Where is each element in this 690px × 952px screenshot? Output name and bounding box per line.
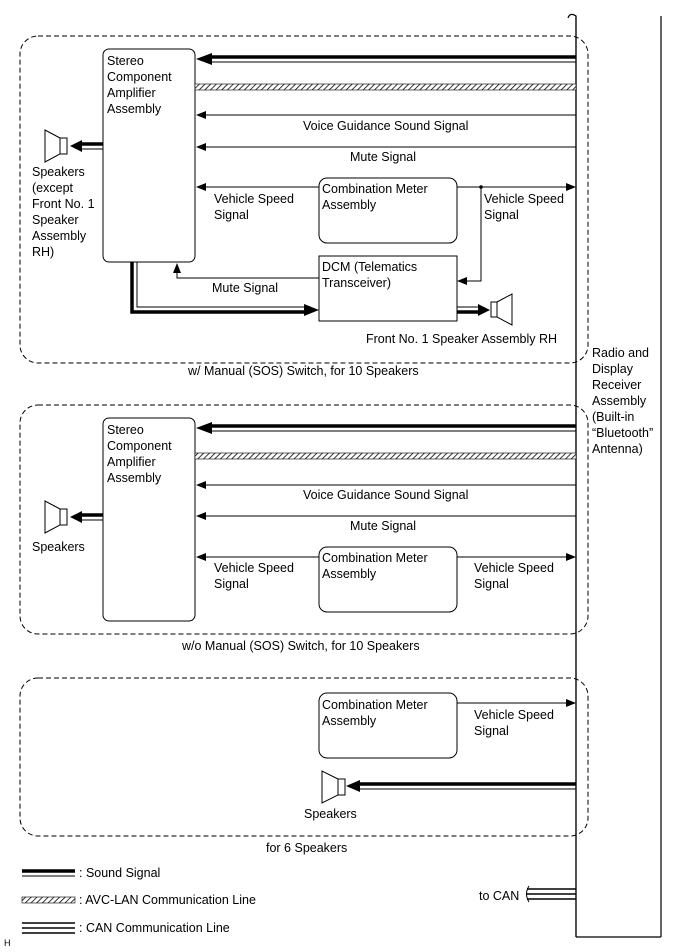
section-6-speakers: Combination Meter Assembly Vehicle Speed… (19, 677, 589, 855)
dcm-speed-arrowhead (457, 277, 467, 285)
legend-sound-signal: : Sound Signal (22, 866, 160, 880)
dcm-box (318, 255, 458, 322)
speakers-label: Speakers (304, 807, 357, 821)
front-speaker-label: Front No. 1 Speaker Assembly RH (366, 332, 557, 346)
vehicle-speed-right-arrowhead (566, 183, 576, 191)
to-can-connection: to CAN (479, 885, 576, 903)
vehicle-speed-label: Vehicle Speed Signal (474, 708, 557, 738)
combination-meter-box (318, 692, 458, 759)
front-speaker-icon (490, 293, 513, 326)
mute-signal-arrowhead (196, 512, 206, 520)
legend-can-label: : CAN Communication Line (79, 921, 230, 935)
stereo-amplifier-box (102, 48, 196, 263)
dcm-mute-line (176, 268, 319, 279)
dcm-speed-branch (461, 187, 482, 282)
combination-meter-label: Combination Meter Assembly (322, 182, 431, 212)
mute-signal-arrowhead (196, 143, 206, 151)
voice-guidance-label: Voice Guidance Sound Signal (303, 119, 468, 133)
mute-signal-label: Mute Signal (350, 150, 416, 164)
speaker-icon (321, 770, 346, 804)
amplifier-label: Stereo Component Amplifier Assembly (107, 54, 175, 116)
radio-receiver-assembly: Radio and Display Receiver Assembly (Bui… (567, 13, 662, 938)
section2-dashed-border (19, 404, 589, 635)
dcm-label: DCM (Telematics Transceiver) (322, 260, 421, 290)
sound-signal-line (196, 422, 576, 434)
section1-dashed-border (19, 35, 589, 364)
voice-guidance-arrowhead (196, 481, 206, 489)
section3-dashed-border (19, 677, 589, 837)
legend-avc-label: : AVC-LAN Communication Line (79, 893, 256, 907)
section-wo-sos-switch: Stereo Component Amplifier Assembly Voic… (19, 404, 589, 653)
vehicle-speed-left-arrowhead (196, 183, 206, 191)
section3-caption: for 6 Speakers (266, 841, 347, 855)
radio-label: Radio and Display Receiver Assembly (Bui… (592, 346, 657, 456)
avc-lan-line (194, 452, 577, 460)
vehicle-speed-right-label: Vehicle Speed Signal (484, 192, 567, 222)
legend: : Sound Signal : AVC-LAN Communication L… (21, 866, 256, 935)
to-can-label: to CAN (479, 889, 519, 903)
dcm-mute-label: Mute Signal (212, 281, 278, 295)
speaker-icon (44, 500, 68, 534)
combination-meter-label: Combination Meter Assembly (322, 698, 431, 728)
amp-to-speakers-line (70, 140, 103, 152)
vehicle-speed-left-arrowhead (196, 553, 206, 561)
voice-guidance-arrowhead (196, 111, 206, 119)
vehicle-speed-right-label: Vehicle Speed Signal (474, 561, 557, 591)
legend-avc-lan: : AVC-LAN Communication Line (21, 893, 256, 907)
vehicle-speed-arrowhead (566, 699, 576, 707)
legend-sound-label: : Sound Signal (79, 866, 160, 880)
combination-meter-box (318, 177, 458, 244)
sound-to-speakers-line (346, 780, 576, 792)
vehicle-speed-left-label: Vehicle Speed Signal (214, 192, 297, 222)
amplifier-label: Stereo Component Amplifier Assembly (107, 423, 175, 485)
vehicle-speed-left-label: Vehicle Speed Signal (214, 561, 297, 591)
amp-to-dcm-sound-line (130, 262, 319, 316)
speakers-label: Speakers (32, 540, 85, 554)
dcm-to-front-speaker-line (457, 304, 490, 316)
section1-caption: w/ Manual (SOS) Switch, for 10 Speakers (187, 364, 419, 378)
speaker-icon (44, 129, 68, 163)
avc-lan-line (194, 83, 577, 91)
voice-guidance-label: Voice Guidance Sound Signal (303, 488, 468, 502)
section2-caption: w/o Manual (SOS) Switch, for 10 Speakers (181, 639, 420, 653)
speakers-label: Speakers (except Front No. 1 Speaker Ass… (32, 165, 98, 259)
section-w-sos-switch: Stereo Component Amplifier Assembly Voic… (19, 35, 589, 378)
dcm-mute-arrowhead (173, 263, 181, 273)
sound-signal-line (196, 53, 576, 65)
mute-signal-label: Mute Signal (350, 519, 416, 533)
combination-meter-label: Combination Meter Assembly (322, 551, 431, 581)
vehicle-speed-right-arrowhead (566, 553, 576, 561)
corner-mark: H (4, 938, 11, 948)
amp-to-speakers-line (70, 511, 103, 523)
legend-can: : CAN Communication Line (22, 921, 230, 935)
combination-meter-box (318, 546, 458, 613)
